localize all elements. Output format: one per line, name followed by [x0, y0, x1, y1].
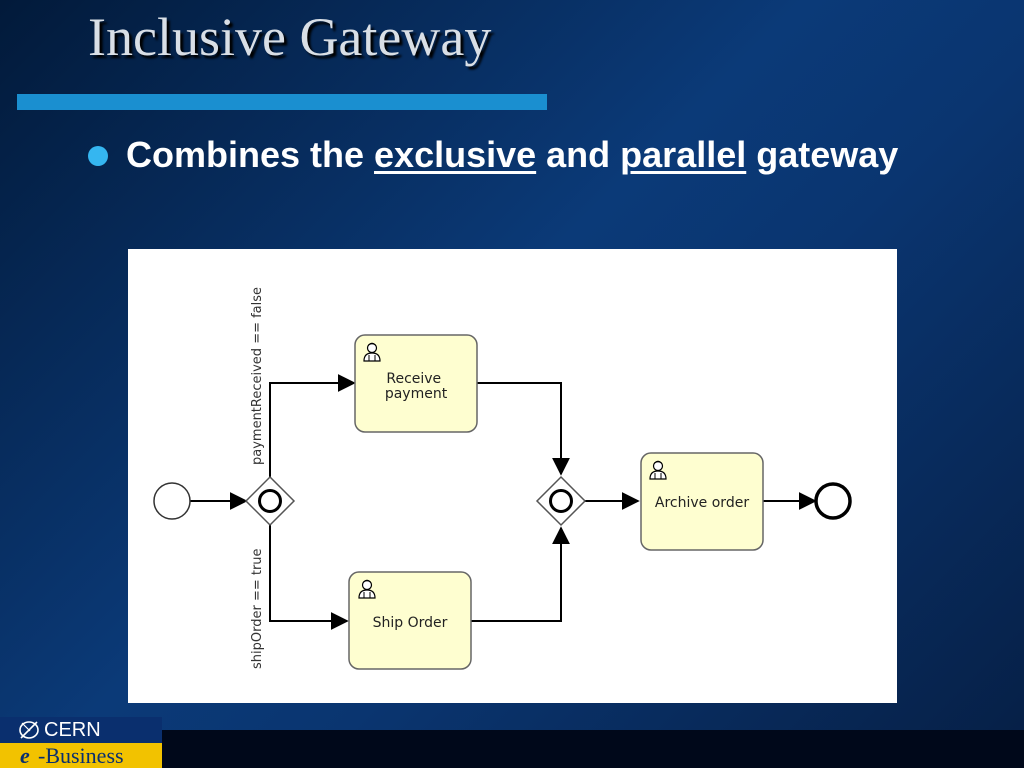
- inclusive-gateway-join: [535, 475, 587, 527]
- cern-ebusiness-logo: CERN e -Business: [0, 717, 162, 768]
- bpmn-diagram: Receive payment Ship Order Archive order…: [128, 249, 897, 703]
- logo-business-text: -Business: [38, 743, 124, 768]
- condition-label-bottom: shipOrder == true: [250, 548, 265, 669]
- end-event: [814, 482, 852, 520]
- inclusive-gateway-split: [244, 475, 296, 527]
- logo-e-letter: e: [20, 743, 30, 768]
- task-receive-payment: Receive payment: [354, 334, 478, 433]
- task-label: Ship Order: [373, 615, 448, 631]
- task-label: Receive payment: [385, 371, 448, 402]
- task-archive-order: Archive order: [640, 452, 764, 551]
- bullet-dot-icon: [88, 146, 108, 166]
- task-label: Archive order: [655, 495, 749, 511]
- flow-receive-payment-to-join: [476, 382, 570, 476]
- bullet-text: Combines the exclusive and parallel gate…: [126, 132, 986, 178]
- flow-split-to-receive-payment: [269, 374, 356, 477]
- start-event: [153, 482, 191, 520]
- flow-split-to-ship-order: [269, 525, 349, 630]
- title-underline-bar: [17, 94, 547, 110]
- logo-cern-text: CERN: [44, 719, 101, 741]
- task-ship-order: Ship Order: [348, 571, 472, 670]
- bullet-suffix: gateway: [746, 134, 899, 175]
- logo-top: CERN: [0, 717, 162, 743]
- bullet-prefix: Combines the: [126, 134, 375, 175]
- term-exclusive: exclusive: [374, 134, 537, 175]
- condition-label-top: paymentReceived == false: [250, 287, 265, 465]
- logo-bottom: e -Business: [0, 743, 162, 768]
- bpmn-diagram-svg: Receive payment Ship Order Archive order…: [153, 287, 852, 670]
- cern-logo-icon: [19, 721, 39, 739]
- term-parallel: parallel: [620, 134, 747, 175]
- footer-band: [0, 730, 1024, 768]
- bullet-middle: and: [536, 134, 621, 175]
- flow-ship-order-to-join: [470, 526, 570, 622]
- slide-title: Inclusive Gateway: [88, 7, 492, 67]
